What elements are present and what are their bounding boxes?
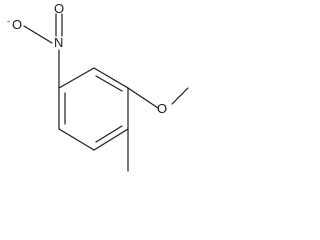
bond-nitrogen-oxygen-left bbox=[23, 25, 53, 44]
atom-oxygen-methoxy: O bbox=[157, 101, 167, 116]
charge-minus: - bbox=[7, 16, 10, 26]
molecule-structure: O - N O O bbox=[7, 1, 189, 172]
ring-double-bond-inner-1 bbox=[95, 75, 123, 92]
bond-ring-to-methoxy-oxygen bbox=[127, 87, 159, 109]
ring-bond-c6-c1 bbox=[58, 67, 95, 89]
nitro-group: O - N O bbox=[7, 1, 64, 89]
ring-bond-c4-c5 bbox=[58, 128, 95, 151]
atom-oxygen-nitro-top: O bbox=[54, 1, 64, 16]
ring-bond-c3-c4 bbox=[93, 128, 129, 151]
ring-bond-c1-c2 bbox=[93, 67, 129, 89]
atom-oxygen-nitro-left: O bbox=[12, 17, 22, 32]
atom-nitrogen: N bbox=[54, 35, 63, 50]
methoxy-group: O bbox=[127, 87, 189, 116]
bond-methoxy-oxygen-to-methyl bbox=[171, 87, 189, 105]
benzene-ring bbox=[58, 67, 129, 151]
ring-double-bond-inner-2 bbox=[95, 125, 123, 143]
